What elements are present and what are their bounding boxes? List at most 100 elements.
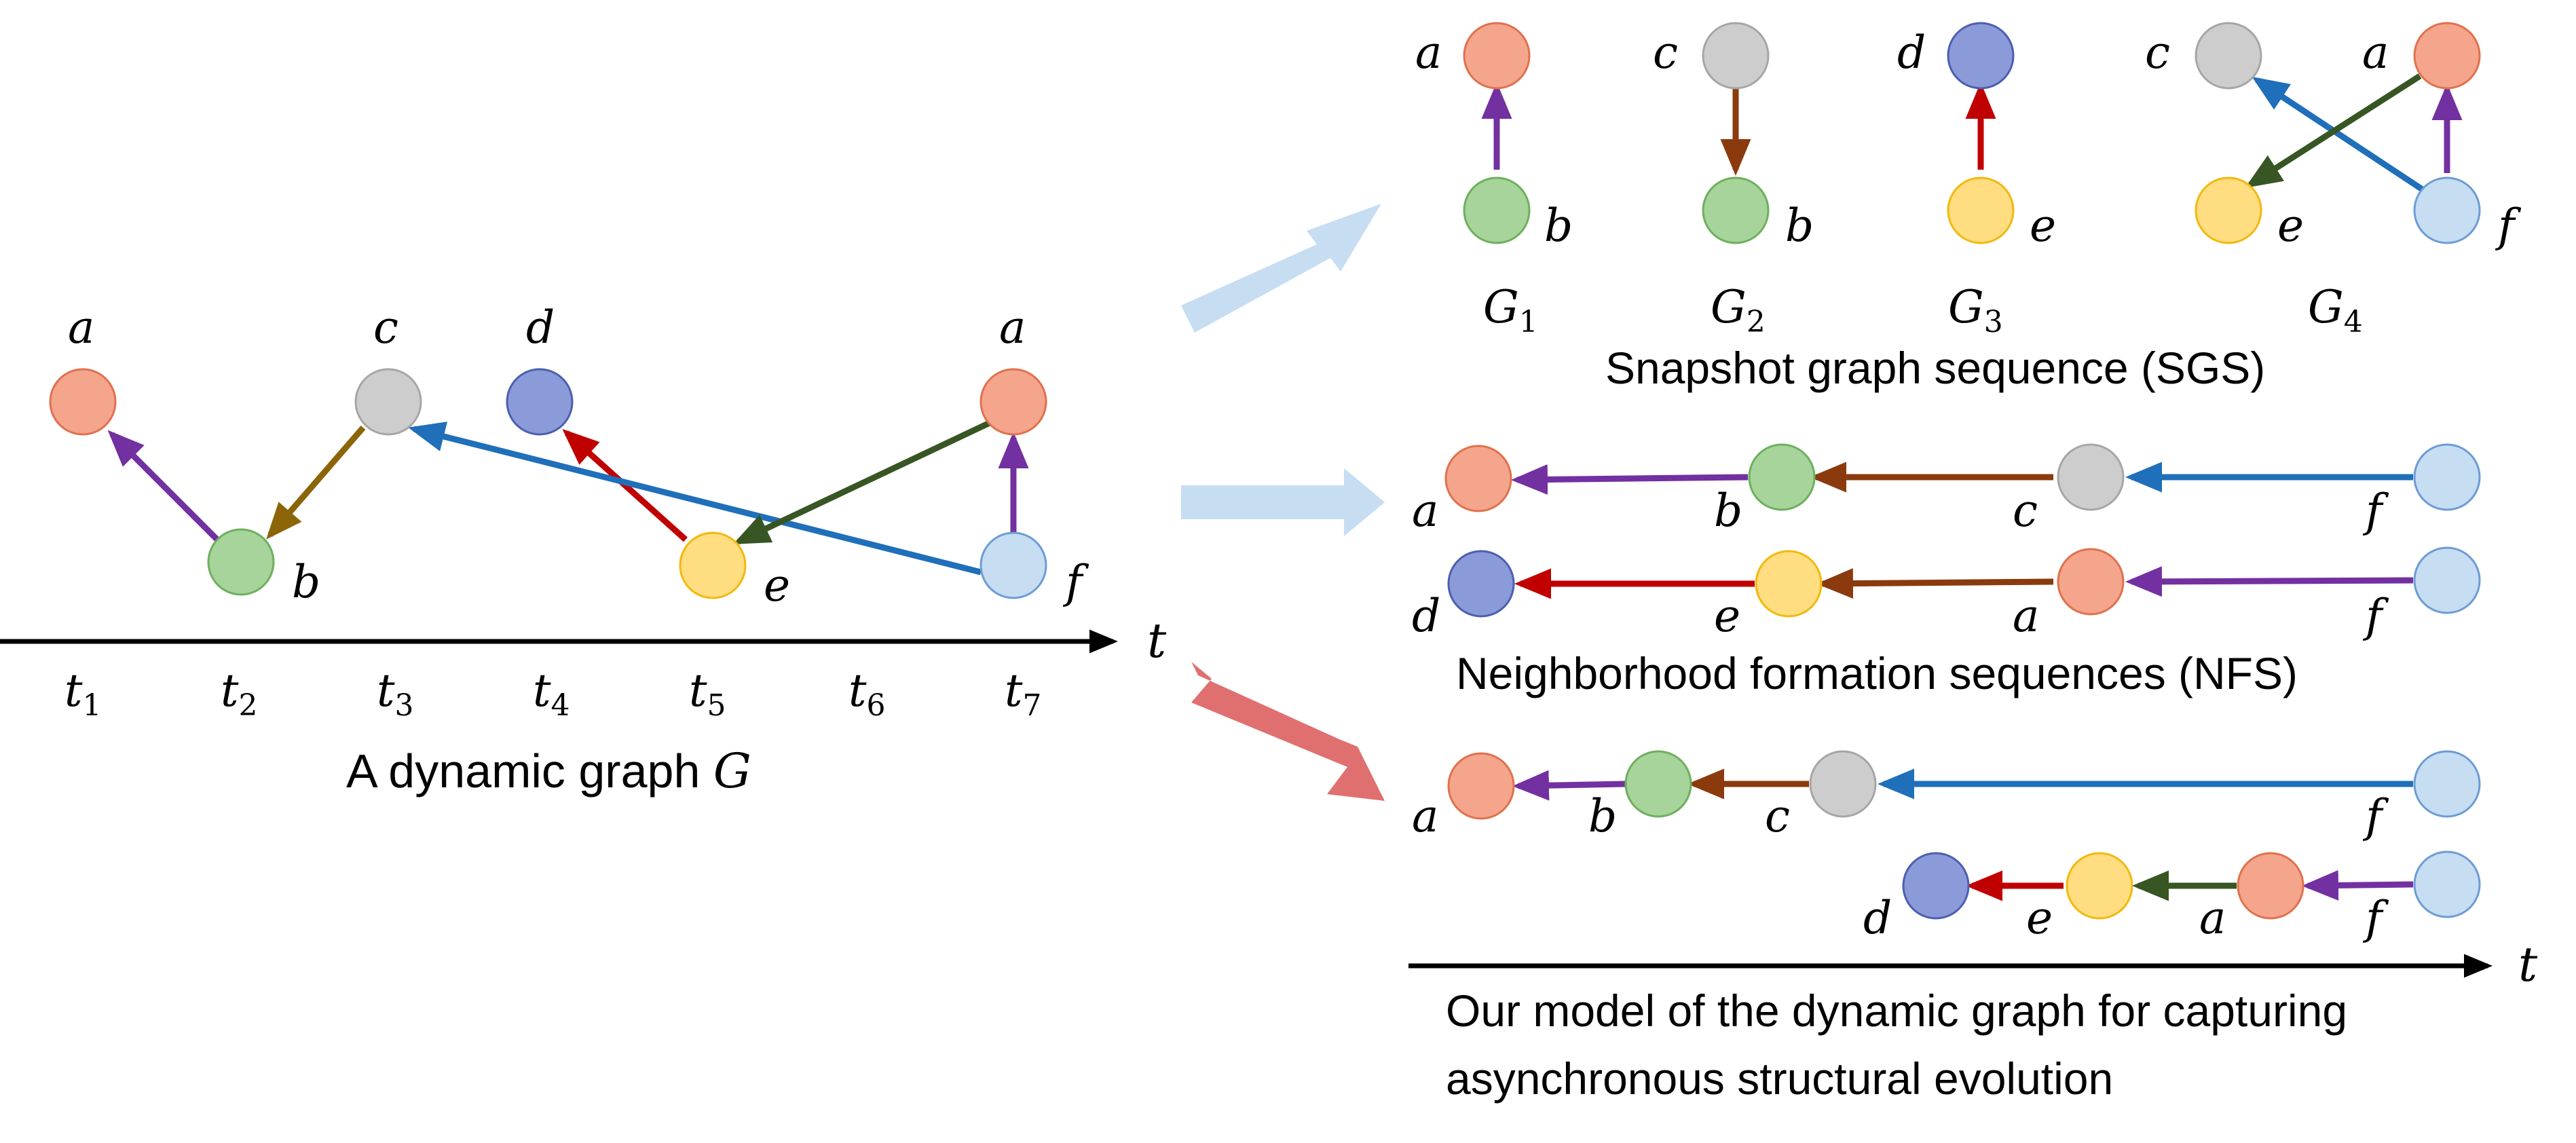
nfs-r2-node-e xyxy=(1755,550,1823,618)
label-d-left: d xyxy=(526,301,555,354)
ours-r1-label-f: f xyxy=(2362,790,2389,842)
nfs-r2-label-f: f xyxy=(2362,590,2389,642)
tick-t4: t4 xyxy=(533,664,570,723)
nfs-r1-edge-b-to-a xyxy=(1511,464,1749,495)
ours-r1-node-b xyxy=(1624,750,1692,818)
nfs-r2-label-e: e xyxy=(1714,590,1740,642)
sgs-g4-node-a xyxy=(2413,22,2481,90)
ours-r2-node-d xyxy=(1902,852,1970,920)
left-axis-label: t xyxy=(1147,613,1167,669)
arrow-to-ours xyxy=(1191,662,1385,801)
transition-arrows xyxy=(1181,204,1385,801)
ours-axis-label: t xyxy=(2518,937,2538,992)
edge-f-to-c xyxy=(408,421,982,576)
ours-r1-node-a xyxy=(1447,752,1515,820)
node-a2-left xyxy=(979,368,1047,436)
nfs-r1-node-a xyxy=(1444,445,1512,512)
ours-r2-label-e: e xyxy=(2026,892,2053,944)
ours-r2-label-a: a xyxy=(2199,892,2226,944)
sgs-g3-node-e xyxy=(1947,176,2015,244)
sgs-g3-label-e: e xyxy=(2030,200,2056,252)
ours-r1-label-c: c xyxy=(1765,790,1790,842)
sgs-panel: a b G1 c b G2 d e G3 c a e f G4 Snapshot… xyxy=(1415,22,2522,393)
sgs-g4-label-a: a xyxy=(2362,26,2389,79)
tick-t3: t3 xyxy=(377,664,414,723)
label-e-left: e xyxy=(764,559,790,612)
sgs-g2-title: G2 xyxy=(1711,281,1766,339)
tick-t5: t5 xyxy=(689,664,726,723)
sgs-g1-node-a xyxy=(1463,22,1531,90)
nfs-r2-node-f xyxy=(2413,546,2481,614)
edge-e-to-d xyxy=(562,428,688,542)
nfs-r2-node-a xyxy=(2057,548,2125,616)
sgs-g2-node-b xyxy=(1702,176,1770,244)
nfs-r1-node-c xyxy=(2057,443,2125,511)
sgs-g4-node-c xyxy=(2195,22,2262,90)
sgs-g2-node-c xyxy=(1702,22,1770,90)
sgs-g3-label-d: d xyxy=(1897,26,1926,79)
sgs-g4-node-f xyxy=(2413,176,2481,244)
ours-r2-node-e xyxy=(2066,852,2133,920)
node-c-left xyxy=(354,368,422,436)
nfs-caption: Neighborhood formation sequences (NFS) xyxy=(1456,648,2298,698)
sgs-g1-label-b: b xyxy=(1544,200,1573,252)
nfs-r1-label-a: a xyxy=(1412,485,1438,537)
tick-t2: t2 xyxy=(221,664,258,723)
nfs-r1-label-f: f xyxy=(2362,485,2389,537)
left-caption: A dynamic graph G xyxy=(346,743,751,799)
sgs-g3-node-d xyxy=(1947,22,2015,90)
node-b-left xyxy=(207,528,275,596)
ours-r2-node-f xyxy=(2413,850,2481,918)
sgs-g2-label-c: c xyxy=(1653,26,1678,79)
nfs-r1-label-b: b xyxy=(1714,485,1742,537)
edge-b-to-a xyxy=(107,430,220,542)
nfs-r2-edge-a-to-e xyxy=(1816,568,2054,599)
nfs-r1-node-f xyxy=(2413,443,2481,511)
edge-c-to-b xyxy=(266,426,366,540)
ours-r2-label-d: d xyxy=(1863,892,1892,944)
arrow-to-sgs xyxy=(1181,204,1381,333)
sgs-g2-label-b: b xyxy=(1785,200,1814,252)
ours-r1-label-b: b xyxy=(1588,790,1617,842)
ours-caption-line1: Our model of the dynamic graph for captu… xyxy=(1446,986,2347,1036)
nfs-r1-label-c: c xyxy=(2013,485,2038,537)
sgs-g4-label-f: f xyxy=(2495,200,2522,252)
sgs-g3-title: G3 xyxy=(1948,281,2003,339)
sgs-g1-label-a: a xyxy=(1415,26,1442,79)
sgs-g4-edge-f-to-c xyxy=(2252,77,2425,193)
label-a-left: a xyxy=(68,301,94,354)
node-e-left xyxy=(679,531,747,599)
ours-caption-line2: asynchronous structural evolution xyxy=(1446,1053,2113,1104)
sgs-g4-node-e xyxy=(2195,176,2262,244)
left-dynamic-graph: a b c d e f a t t1 t2 t3 t4 t5 t6 t7 A d… xyxy=(0,301,1167,799)
nfs-r2-label-d: d xyxy=(1412,590,1440,642)
ours-r1-edge-b-to-a xyxy=(1512,770,1626,801)
tick-t7: t7 xyxy=(1005,664,1042,723)
ours-r1-node-c xyxy=(1809,750,1877,818)
label-a2-left: a xyxy=(999,301,1026,354)
tick-t6: t6 xyxy=(848,664,886,723)
sgs-g4-title: G4 xyxy=(2308,281,2363,339)
nfs-r2-label-a: a xyxy=(2013,590,2039,642)
ours-r1-node-f xyxy=(2413,750,2481,818)
tick-t1: t1 xyxy=(64,664,102,723)
nfs-r2-node-d xyxy=(1447,550,1515,618)
nfs-panel: a b c f d e a f Neighborhood formation s… xyxy=(1412,443,2481,698)
sgs-caption: Snapshot graph sequence (SGS) xyxy=(1605,343,2265,393)
ours-r2-node-a xyxy=(2237,852,2304,920)
label-c-left: c xyxy=(373,301,398,354)
nfs-r2-edge-f-to-a xyxy=(2125,566,2414,597)
edge-a-to-e xyxy=(732,419,991,545)
ours-r2-edge-f-to-a xyxy=(2302,869,2414,901)
node-f-left xyxy=(979,531,1047,599)
sgs-g4-label-c: c xyxy=(2145,26,2170,79)
label-f-left: f xyxy=(1062,556,1089,608)
node-d-left xyxy=(506,368,574,436)
sgs-g1-title: G1 xyxy=(1483,281,1538,339)
sgs-g1-node-b xyxy=(1463,176,1531,244)
node-a-left xyxy=(49,368,117,436)
ours-r2-label-f: f xyxy=(2362,892,2389,944)
sgs-g4-label-e: e xyxy=(2277,200,2304,252)
